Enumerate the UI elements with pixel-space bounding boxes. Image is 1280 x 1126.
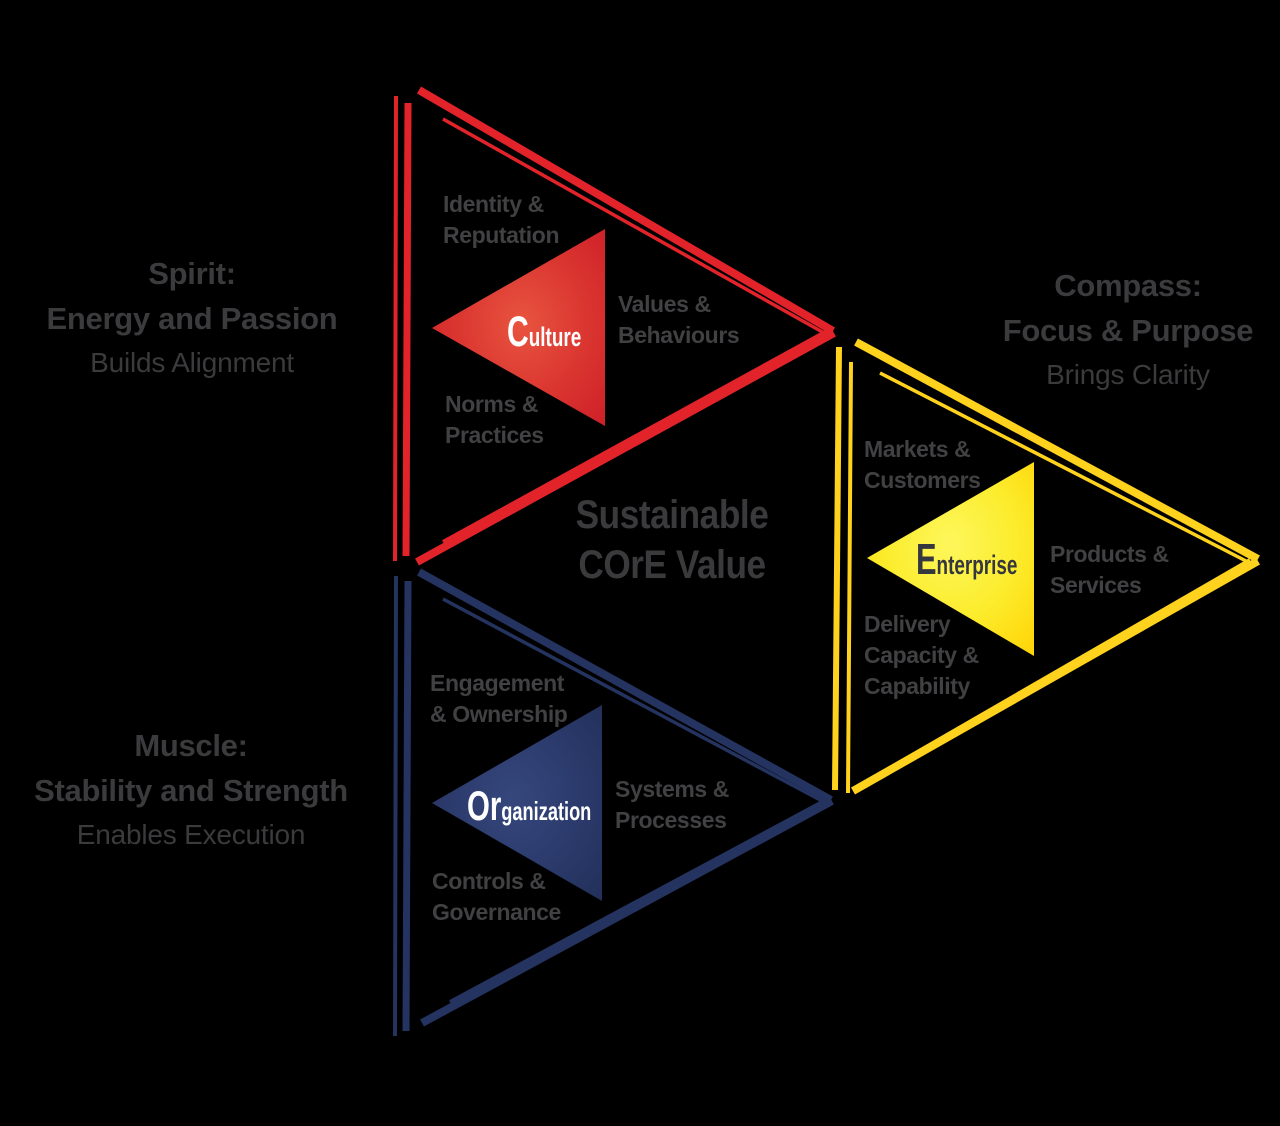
muscle-subtitle: Enables Execution	[76, 819, 306, 850]
muscle-heading-line1: Muscle:	[134, 728, 248, 763]
spirit-subtitle: Builds Alignment	[90, 347, 294, 378]
culture-triangle-outline	[393, 86, 836, 566]
muscle-heading-line2: Stability and Strength	[34, 773, 348, 808]
compass-heading-line2: Focus & Purpose	[1002, 313, 1254, 348]
enterprise-triangle-outline	[832, 338, 1260, 795]
label-identity-reputation: Identity & Reputation	[443, 191, 560, 248]
label-values-behaviours: Values & Behaviours	[618, 291, 740, 348]
spirit-heading-line1: Spirit:	[148, 256, 236, 291]
center-title-line2: COrE Value	[578, 543, 766, 587]
label-engagement-ownership: Engagement & Ownership	[430, 670, 568, 727]
corner-muscle: Muscle: Stability and Strength Enables E…	[1, 723, 381, 857]
label-products-services: Products & Services	[1050, 541, 1169, 598]
label-delivery-capacity-capability: Delivery Capacity & Capability	[864, 611, 979, 699]
label-systems-processes: Systems & Processes	[615, 776, 730, 833]
enterprise-solid-triangle	[867, 462, 1034, 656]
organization-solid-triangle	[432, 705, 602, 901]
organization-triangle-outline	[393, 568, 834, 1037]
culture-solid-triangle	[432, 229, 605, 426]
compass-heading-line1: Compass:	[1054, 268, 1202, 303]
label-controls-governance: Controls & Governance	[432, 868, 561, 925]
corner-spirit: Spirit: Energy and Passion Builds Alignm…	[2, 251, 382, 385]
center-title: Sustainable COrE Value	[531, 490, 813, 590]
compass-subtitle: Brings Clarity	[1046, 359, 1210, 390]
corner-compass: Compass: Focus & Purpose Brings Clarity	[938, 263, 1280, 397]
center-title-line1: Sustainable	[575, 493, 769, 537]
label-markets-customers: Markets & Customers	[864, 436, 981, 493]
spirit-heading-line2: Energy and Passion	[46, 301, 338, 336]
label-norms-practices: Norms & Practices	[445, 391, 544, 448]
